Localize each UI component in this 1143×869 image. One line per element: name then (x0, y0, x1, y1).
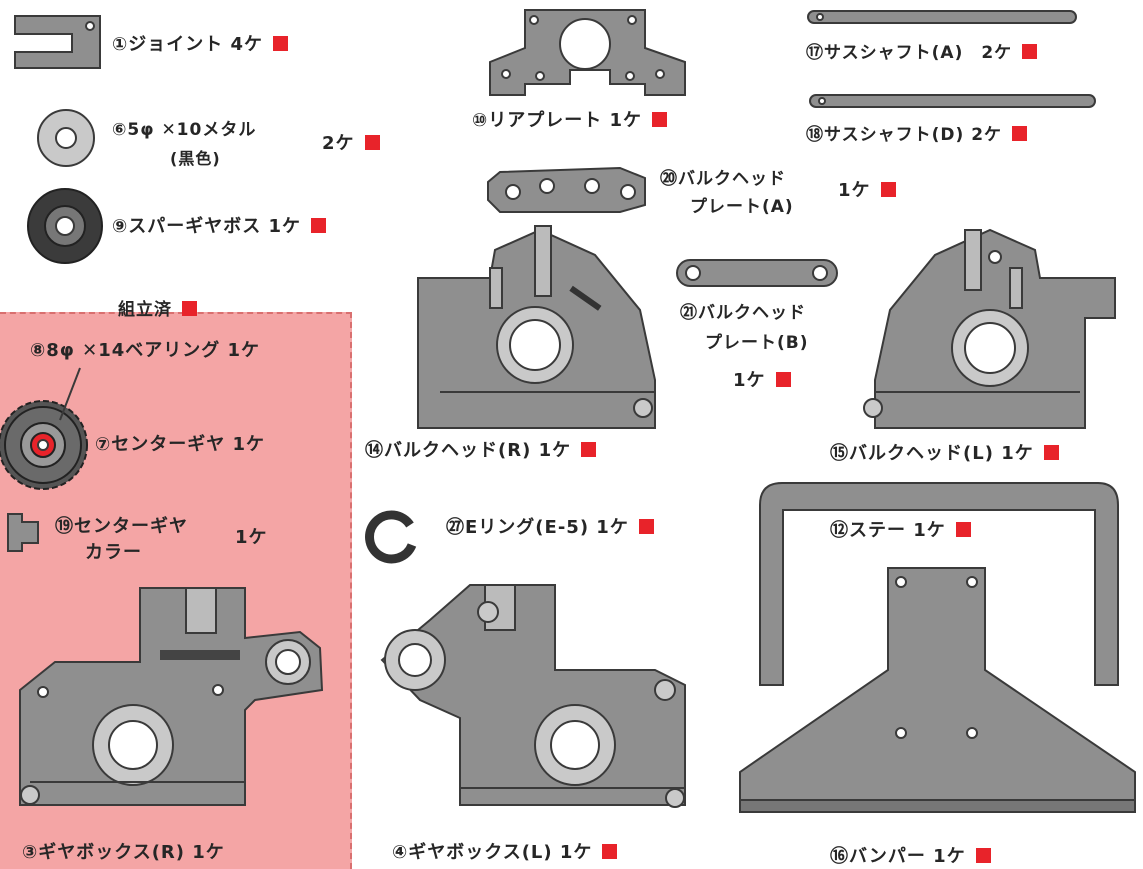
label-ering: ㉗Eリング(E-5) 1ケ (446, 517, 654, 539)
label-bhp-b-1: ㉑バルクヘッド (680, 303, 806, 323)
badge-icon (364, 134, 380, 150)
badge-icon (581, 441, 597, 457)
bulkhead-plate-b-image (676, 259, 838, 287)
sus-shaft-a-image (807, 10, 1077, 24)
e-ring-image (365, 510, 417, 564)
badge-icon (273, 35, 289, 51)
badge-icon (652, 111, 668, 127)
label-sus-d: ⑱サスシャフト(D) 2ケ (806, 124, 1028, 146)
label-metal-1: ⑥5φ ✕10メタル (112, 120, 257, 140)
badge-icon (880, 181, 896, 197)
section-assembled: 組立済 (118, 299, 197, 321)
label-bhp-a-1: ⑳バルクヘッド (660, 169, 786, 189)
label-gearbox-r: ③ギヤボックス(R) 1ケ (22, 842, 225, 863)
gearbox-l-image (380, 584, 686, 808)
label-rear-plate: ⑩リアプレート 1ケ (472, 110, 668, 132)
label-bumper: ⑯バンパー 1ケ (830, 846, 991, 868)
bulkhead-plate-a-image (487, 166, 646, 213)
sus-shaft-d-image (809, 94, 1096, 108)
badge-icon (955, 521, 971, 537)
bulkhead-r-image (417, 225, 656, 429)
bulkhead-l-image (863, 228, 1116, 429)
label-center-gear: ⑦センターギヤ 1ケ (95, 434, 266, 455)
label-metal-qty: 2ケ (322, 133, 380, 155)
badge-icon (1012, 125, 1028, 141)
badge-icon (1043, 444, 1059, 460)
label-bhp-b-qty: 1ケ (733, 370, 791, 392)
label-bearing: ⑧8φ ✕14ベアリング 1ケ (30, 340, 261, 361)
label-bhp-a-qty: 1ケ (838, 180, 896, 202)
label-bulk-l: ⑮バルクヘッド(L) 1ケ (830, 443, 1059, 465)
label-collar-qty: 1ケ (235, 527, 268, 548)
badge-icon (975, 847, 991, 863)
label-spur: ⑨スパーギヤボス 1ケ (112, 216, 327, 238)
center-gear-image (0, 367, 88, 490)
bumper-image (739, 567, 1136, 813)
label-bulk-r: ⑭バルクヘッド(R) 1ケ (365, 440, 597, 462)
badge-icon (1022, 43, 1038, 59)
label-metal-2: (黒色) (170, 149, 221, 168)
badge-icon (602, 843, 618, 859)
collar-image (7, 513, 39, 552)
joint-part-image (14, 15, 101, 69)
stay-image (759, 482, 1119, 686)
badge-icon (311, 217, 327, 233)
label-bhp-a-2: プレート(A) (690, 197, 794, 217)
label-joint: ①ジョイント 4ケ (112, 34, 289, 56)
badge-icon (775, 371, 791, 387)
label-bhp-b-2: プレート(B) (705, 333, 809, 353)
label-collar-1: ⑲センターギヤ (55, 516, 188, 537)
gearbox-r-image (19, 587, 324, 806)
rear-plate-image (489, 9, 686, 96)
label-collar-2: カラー (85, 542, 142, 563)
spur-gear-boss-image (27, 188, 103, 264)
badge-icon (182, 300, 197, 316)
label-gearbox-l: ④ギヤボックス(L) 1ケ (392, 842, 618, 864)
metal-part-image (37, 109, 95, 167)
badge-icon (638, 518, 654, 534)
label-stay: ⑫ステー 1ケ (830, 520, 971, 542)
label-sus-a: ⑰サスシャフト(A) 2ケ (806, 42, 1038, 64)
